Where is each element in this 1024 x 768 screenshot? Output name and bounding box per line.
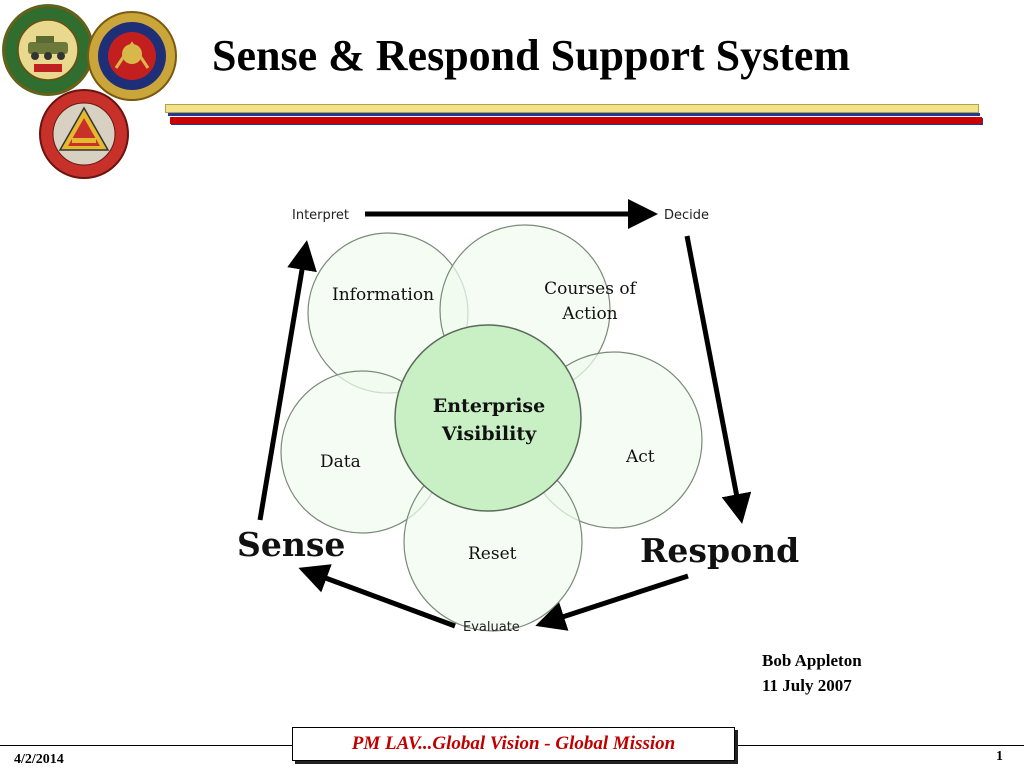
- footer-date: 4/2/2014: [14, 752, 64, 767]
- author-date: 11 July 2007: [762, 676, 852, 695]
- marine-corps-systems-command-seal: [38, 88, 130, 180]
- department-of-the-navy-seal-art: [87, 11, 177, 101]
- title-underline-blue: [168, 113, 980, 116]
- author-block: Bob Appleton 11 July 2007: [762, 648, 862, 698]
- data-label: Data: [320, 452, 361, 472]
- information-label: Information: [332, 285, 434, 305]
- sense-label: Sense: [237, 525, 345, 564]
- interpret-label: Interpret: [292, 208, 349, 223]
- sense-to-interpret-arrow: [257, 240, 317, 521]
- evaluate-label: Evaluate: [463, 620, 520, 635]
- author-name: Bob Appleton: [762, 651, 862, 670]
- page-title: Sense & Respond Support System: [212, 31, 851, 80]
- footer-banner: PM LAV...Global Vision - Global Mission: [292, 727, 735, 761]
- decide-to-respond-arrow: [684, 235, 752, 524]
- reset-label: Reset: [468, 544, 517, 564]
- enterprise-visibility-label-line2: Visibility: [441, 423, 537, 445]
- title-underline-red: [170, 117, 982, 124]
- decide-label: Decide: [664, 208, 709, 223]
- respond-label: Respond: [640, 531, 799, 570]
- courses-of-action-label-line2: Action: [561, 304, 617, 324]
- respond-to-evaluate-arrow: [535, 573, 689, 631]
- enterprise-visibility-circle: [394, 324, 582, 512]
- page-number: 1: [996, 749, 1003, 764]
- evaluate-to-sense-arrow: [298, 564, 456, 629]
- title-underline-yellow: [165, 104, 979, 113]
- enterprise-visibility-label-line1: Enterprise: [433, 395, 545, 417]
- program-manager-lav-seal-art: [3, 5, 93, 95]
- program-manager-lav-seal: [2, 4, 94, 96]
- courses-of-action-label-line1: Courses of: [544, 279, 637, 299]
- marine-corps-systems-command-seal-art: [39, 89, 129, 179]
- department-of-the-navy-seal: [86, 10, 178, 102]
- act-label: Act: [625, 447, 655, 467]
